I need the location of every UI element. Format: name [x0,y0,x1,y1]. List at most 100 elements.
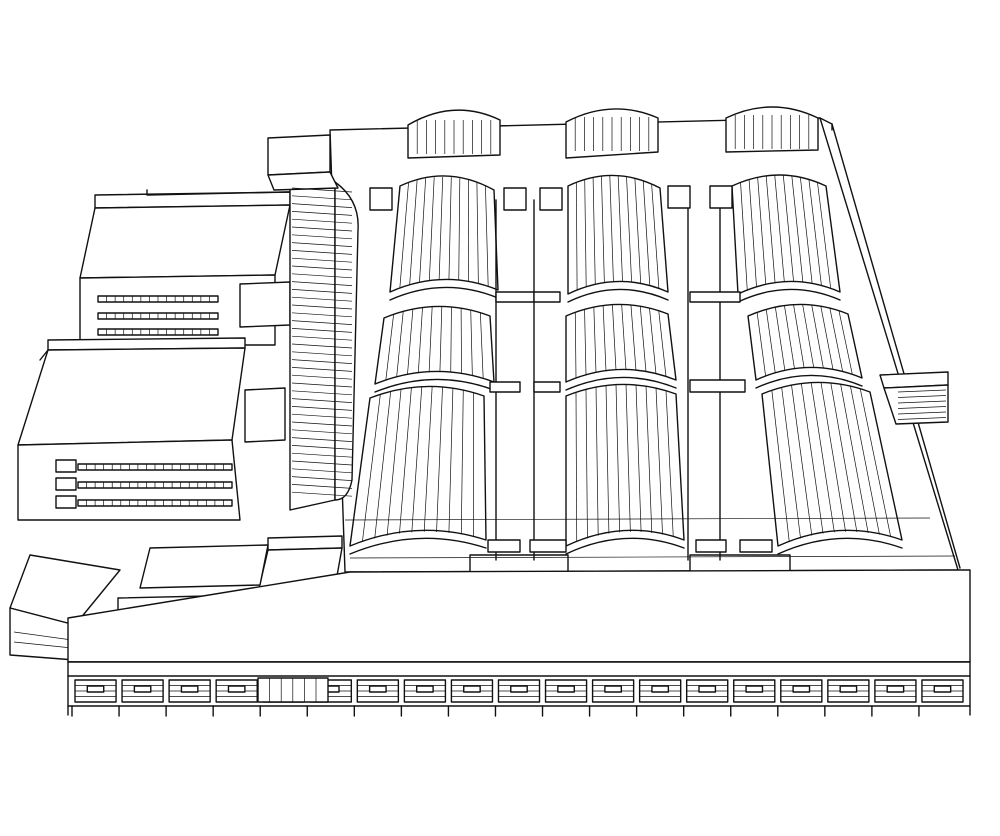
connector-rib [291,226,353,232]
connector-rib [291,445,353,450]
connector-rib [291,273,353,279]
vault-eave [565,376,677,391]
vault-rib [617,176,623,283]
connector-rib [291,382,353,388]
vault-rib [448,177,452,281]
connector-rib [291,195,353,201]
vault-rib [396,311,404,378]
vault-rib [625,383,631,532]
connector-rib [291,491,353,497]
vault-rib [460,389,464,535]
connector-rib [291,429,353,435]
vault-rib [645,385,653,533]
generated-geometry [55,115,964,717]
vault-rib [409,180,418,286]
entrance-pavilion [9,554,121,661]
vault-rib [740,182,748,291]
vault-rib [602,305,607,372]
vault-rib [642,181,651,286]
barrel-vault [567,174,669,295]
connector-rib [291,421,353,427]
vault-rib [615,384,620,533]
connector-rib [291,250,353,255]
vault-rib [585,389,588,539]
corner-window [55,459,77,473]
vault-rib [757,177,767,285]
connector-rib [291,460,353,466]
vault-rib [850,385,880,535]
connector-rib [291,406,353,411]
office-block-lower [17,337,246,521]
corridor-block [487,539,521,553]
connector-rib [291,398,353,403]
front-block [67,569,971,716]
corridor-block [503,187,527,211]
vault-rib [774,306,786,371]
podium-edge [349,555,956,559]
vault-rib [576,182,578,291]
connector-rib [291,218,353,224]
connector-rib [291,351,353,357]
connector-rib [291,468,353,474]
vault-rib [385,314,394,381]
barrel-vault [731,174,841,295]
vault-rib [802,303,815,369]
vault-rib [374,391,392,539]
corridor-block [529,539,567,553]
vault-rib [574,312,577,379]
bay-window [86,685,105,693]
corridor-block [539,187,563,211]
vault-rib [765,175,776,284]
connector-rib [291,390,353,396]
vault-rib [476,182,479,284]
connector-rib [291,328,353,333]
barrel-vault [389,175,499,293]
vault-rib [362,394,381,542]
connector-rib [291,484,353,489]
corridor-block [533,381,561,393]
vault-rib [609,175,614,283]
vault-rib [419,178,426,283]
louvre [897,395,947,398]
bay-window [557,685,575,693]
connector-rib [291,265,353,271]
vault-rib [448,387,454,533]
vault-rib [658,310,667,377]
vault-rib [439,305,443,373]
connector-rib [291,367,353,372]
bay-window [463,685,481,693]
rear-annex [267,134,339,191]
vault-rib [800,177,813,284]
corridor-block [689,379,746,393]
corridor-block [689,291,741,303]
vault-rib [626,177,632,283]
vault-rib [635,384,642,533]
rear-vault-row [407,106,819,159]
vault-rib [791,384,813,536]
bay-window [604,685,623,693]
vault-rib [748,179,757,288]
barrel-vault [374,305,495,385]
vault-rib [584,309,587,376]
vault-rib [630,304,637,371]
vault-rib [575,392,578,542]
corridor-block [695,539,727,553]
vault-rib [438,176,444,281]
office-block-upper [79,189,291,346]
corridor-block [709,185,733,209]
vault-rib [436,386,443,533]
barrel-vault [349,385,487,547]
bay-window [510,685,528,693]
connector-rib [291,312,353,318]
connector-rib [291,234,353,240]
corridor-block [369,187,393,211]
bay-window [745,685,764,693]
connector-rib [291,203,353,208]
connector-rib [291,320,353,325]
vault-eave [755,374,863,389]
vault-rib [399,387,412,534]
vault-rib [859,388,892,537]
connector-rib [291,187,353,193]
vault-rib [470,309,473,376]
